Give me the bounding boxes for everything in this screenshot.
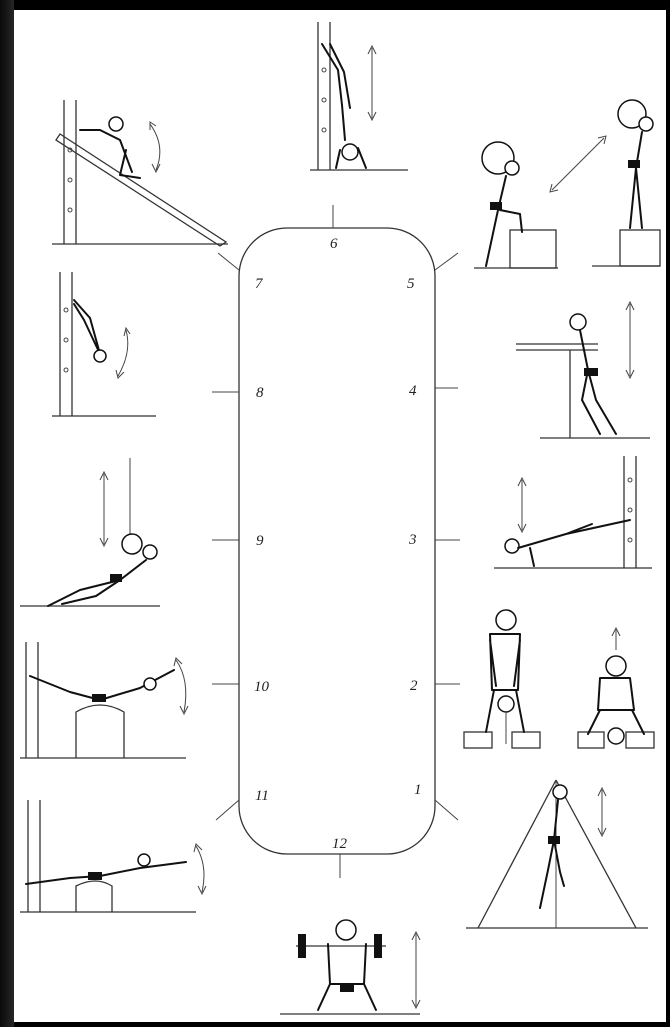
figure-barbell-squat-icon [280, 920, 420, 1014]
station-number-2: 2 [410, 678, 418, 694]
station-number-8: 8 [256, 385, 264, 401]
figure-handstand-icon [310, 22, 408, 170]
station-number-12: 12 [332, 836, 348, 852]
figure-hanging-leg-raise-icon [52, 272, 156, 416]
station-numbers: 6 5 7 4 8 3 9 2 10 1 11 12 [254, 236, 422, 852]
station-number-1: 1 [414, 782, 422, 798]
tick-7 [218, 253, 239, 270]
tick-1 [435, 800, 458, 820]
station-number-6: 6 [330, 236, 338, 252]
figure-rope-climb-icon [466, 780, 648, 928]
station-number-7: 7 [255, 276, 264, 292]
station-number-4: 4 [409, 383, 417, 399]
figure-prone-extension-icon [20, 800, 206, 912]
tick-5 [435, 253, 458, 270]
station-number-10: 10 [254, 679, 270, 695]
station-number-3: 3 [408, 532, 417, 548]
figure-kettlebell-squat-icon [464, 610, 654, 748]
tick-11 [216, 800, 239, 820]
station-tick-marks [212, 205, 460, 878]
figure-barre-leg-swing-icon [516, 302, 650, 438]
figure-medicine-ball-step-up-icon [474, 100, 660, 268]
figure-back-extension-icon [20, 642, 188, 758]
station-number-5: 5 [407, 276, 415, 292]
figure-incline-board-situp-icon [52, 100, 228, 246]
station-number-11: 11 [255, 788, 269, 804]
figure-medicine-ball-throw-icon [20, 458, 160, 606]
figure-wall-bar-pushup-icon [494, 456, 652, 568]
station-number-9: 9 [256, 533, 264, 549]
circuit-track [239, 228, 435, 854]
